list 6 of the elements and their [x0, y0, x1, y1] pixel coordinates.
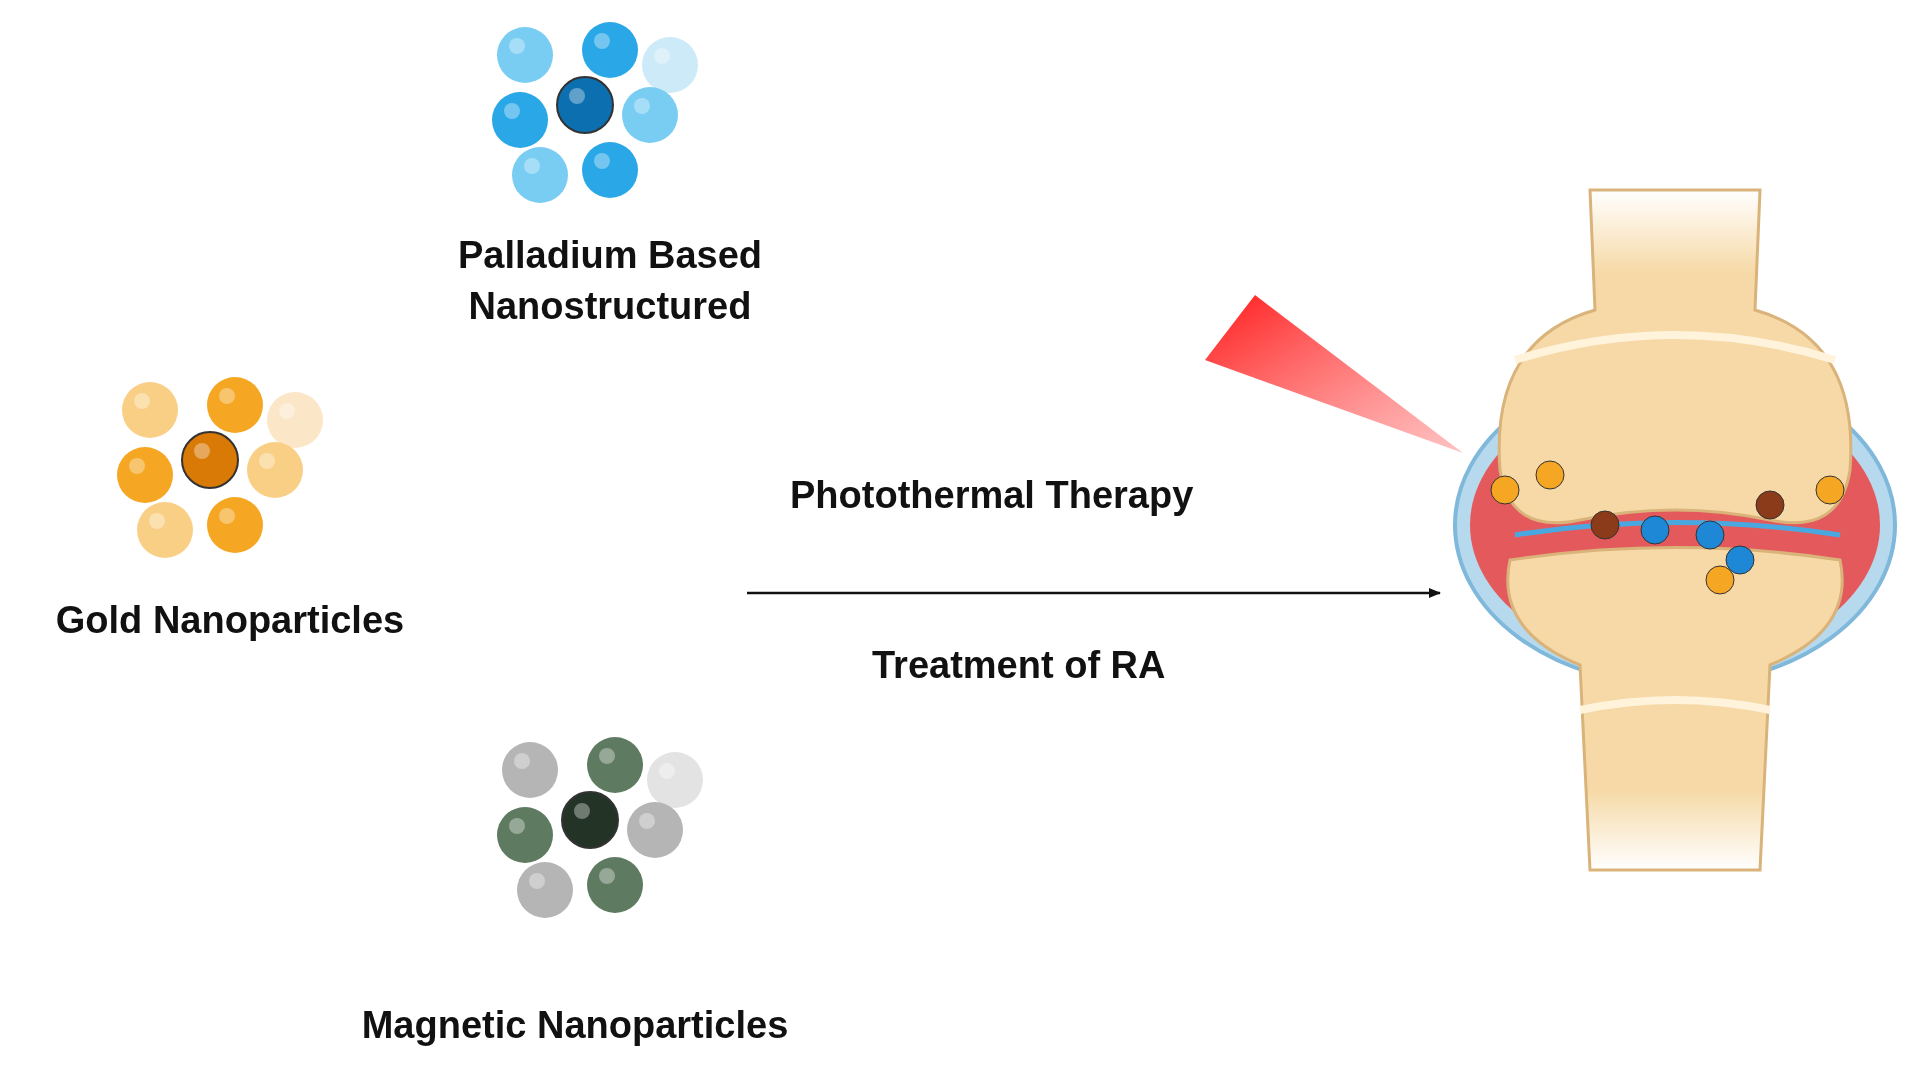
arrow [747, 588, 1441, 598]
arrow-caption: Treatment of RA [872, 644, 1166, 687]
particle-label: Gold Nanoparticles [54, 598, 406, 643]
arrow-caption: Photothermal Therapy [790, 474, 1194, 517]
particle-label: Palladium Based Nanostructured [456, 233, 764, 330]
particle-label: Magnetic Nanoparticles [360, 1003, 790, 1048]
